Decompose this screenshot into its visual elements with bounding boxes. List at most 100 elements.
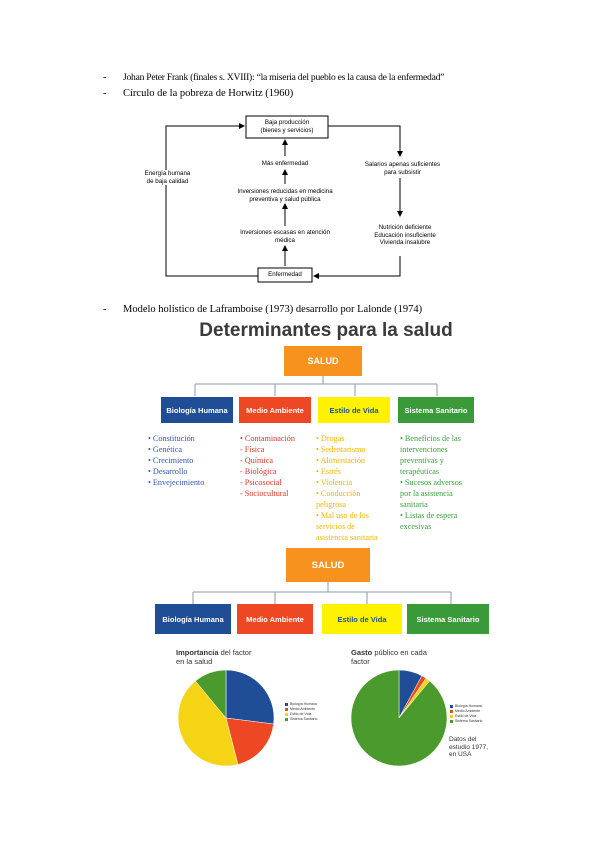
list-estilo-de-vida: • Drogas • Sedentarismo • Alimentación •… [316,433,378,543]
tree-connector-top [194,376,438,396]
list-item: peligrosa [316,500,347,509]
list-item: • Conducción [316,489,361,498]
pie-chart-gasto [350,669,448,767]
label-nutricion: Nutrición deficiente Educación insuficie… [374,224,436,246]
label-inversiones-atencion: Inversiones escasas en atención médica [240,229,330,244]
label-mas-enfermedad: Más enfermedad [261,160,309,167]
dash-marker: - [103,304,107,315]
legend-label: Sistema Sanitario [455,719,483,723]
horwitz-line: - Círculo de la pobreza de Horwitz (1960) [103,88,293,99]
lalonde-line: - Modelo holístico de Laframboise (1973) … [103,304,422,315]
list-item: • Beneficios de las [400,434,461,443]
list-item: • Crecimiento [148,456,194,465]
legend-item: Medio Ambiente [285,707,317,712]
list-item: • Contaminación [240,434,295,443]
list-item: asistencia sanitaria [316,533,378,542]
pie-slice-sistema-sanitario [350,669,448,767]
list-item: • Violencia [316,478,353,487]
list-item: • Alimentación [316,456,366,465]
pie2-legend: Biología Humana Medio Ambiente Estilo de… [450,704,482,724]
list-item: por la asistencia [400,489,453,498]
list-item: - Física [240,445,265,454]
legend-item: Estilo de Vida [285,712,317,717]
pie-slice-medio-ambiente [225,717,274,765]
salud-box-bottom: SALUD [286,548,370,582]
list-item: • Estrés [316,467,341,476]
category-sistema-sanitario: Sistema Sanitario [398,397,474,423]
category-estilo-de-vida-2: Estilo de Vida [322,604,402,634]
horwitz-diagram: Baja producción (bienes y servicios) Más… [140,108,475,288]
category-estilo-de-vida: Estilo de Vida [318,397,390,423]
label-energia-humana: Energía humana de baja calidad [140,170,195,185]
list-item: - Psicosocial [240,478,282,487]
list-item: - Biológica [240,467,277,476]
pie1-title-rest: del factor [218,648,252,657]
legend-label: Medio Ambiente [290,707,316,711]
legend-item: Sistema Sanitario [285,717,317,722]
label-inversiones-medicina: Inversiones reducidas en medicina preven… [237,188,333,203]
legend-item: Biología Humana [450,704,482,709]
list-biologia: • Constitución • Genética • Crecimiento … [148,433,204,488]
list-item: intervenciones [400,445,448,454]
list-item: excesivas [400,522,432,531]
determinantes-title: Determinantes para la salud [199,320,453,341]
frank-quote: Johan Peter Frank (finales s. XVIII): “l… [123,72,445,83]
frank-quote-line: - Johan Peter Frank (finales s. XVIII): “… [103,72,444,83]
list-item: • Desarrollo [148,467,188,476]
legend-label: Medio Ambiente [455,709,481,713]
list-item: • Sedentarismo [316,445,366,454]
lalonde-title: Modelo holístico de Laframboise (1973) d… [123,304,423,315]
pie1-title: Importancia del factor en la salud [176,648,251,666]
list-item: • Mal uso de los [316,511,369,520]
legend-item: Sistema Sanitario [450,719,482,724]
list-item: • Sucesos adversos [400,478,462,487]
pie-slice-sistema-sanitario [195,669,227,719]
box-baja-produccion: Baja producción (bienes y servicios) [260,119,314,134]
category-medio-ambiente: Medio Ambiente [239,397,311,423]
list-item: preventivas y [400,456,444,465]
legend-label: Biología Humana [455,704,482,708]
list-item: • Genética [148,445,183,454]
pie-slice-biologia-humana [225,669,275,725]
list-item: • Drogas [316,434,345,443]
category-biologia-humana: Biología Humana [161,397,233,423]
list-item: • Listas de espera [400,511,458,520]
list-item: • Constitución [148,434,195,443]
pie-slice-estilo-de-vida [177,680,239,767]
category-medio-ambiente-2: Medio Ambiente [237,604,313,634]
legend-label: Estilo de Vida [290,712,312,716]
salud-box-top: SALUD [284,346,362,376]
list-item: sanitaria [400,500,428,509]
legend-label: Sistema Sanitario [290,717,318,721]
pie-chart-importancia [177,669,275,767]
pie2-title-bold: Gasto [351,648,373,657]
list-sistema-sanitario: • Beneficios de las intervenciones preve… [400,433,462,532]
dash-marker: - [103,88,107,99]
category-sistema-sanitario-2: Sistema Sanitario [407,604,489,634]
legend-item: Medio Ambiente [450,709,482,714]
list-item: terapéuticas [400,467,440,476]
dash-marker: - [103,72,107,83]
box-enfermedad: Enfermedad [268,271,302,278]
list-medio-ambiente: • Contaminación - Física - Química - Bio… [240,433,295,499]
pie2-title-rest: público en cada [372,648,427,657]
label-salarios: Salarios apenas suficientes para subsist… [364,161,441,176]
list-item: - Sociocultural [240,489,289,498]
legend-label: Biología Humana [290,702,317,706]
category-biologia-humana-2: Biología Humana [155,604,231,634]
horwitz-title: Círculo de la pobreza de Horwitz (1960) [123,88,294,99]
horwitz-arrows [165,115,403,283]
pie1-legend: Biología Humana Medio Ambiente Estilo de… [285,702,317,722]
pie2-title: Gasto público en cada factor [351,648,427,666]
list-item: - Química [240,456,273,465]
pie1-title-bold: Importancia [176,648,219,657]
legend-item: Biología Humana [285,702,317,707]
legend-label: Estilo de Vida [455,714,477,718]
data-source-note: Datos del estudio 1977, en USA [449,736,489,758]
list-item: • Envejecimiento [148,478,205,487]
pie2-title-line2: factor [351,657,370,666]
legend-item: Estilo de Vida [450,714,482,719]
list-item: servicios de [316,522,355,531]
tree-connector-bottom [192,582,452,604]
pie1-title-line2: en la salud [176,657,213,666]
